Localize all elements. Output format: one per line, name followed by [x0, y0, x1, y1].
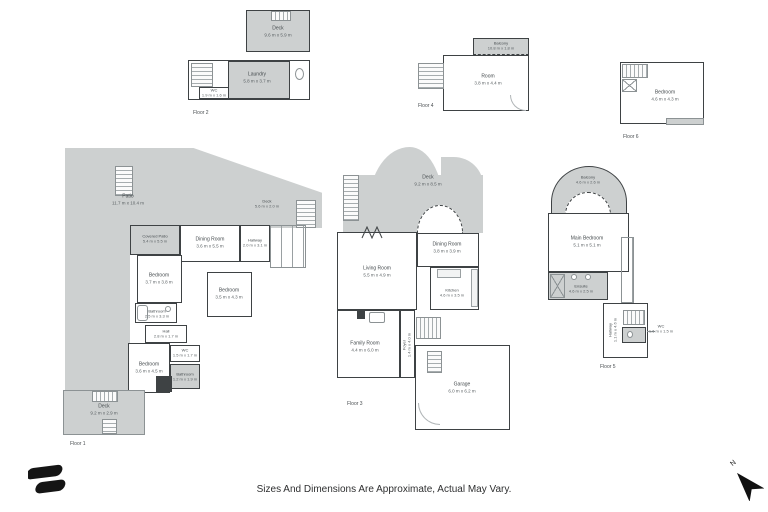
- sink: [165, 306, 171, 312]
- room-label: Deck 5.6 m x 2.0 m: [254, 198, 280, 209]
- room-label: Deck 9.6 m x 5.9 m: [264, 25, 292, 38]
- brand-logo: [26, 464, 72, 503]
- room-label: Ensuite 4.6 m x 2.5 m: [568, 283, 594, 294]
- floor-label: Floor 6: [623, 134, 639, 140]
- room-label: Garage 6.0 m x 6.2 m: [448, 381, 476, 394]
- patio-area: [65, 148, 322, 228]
- deck-curve: [441, 157, 483, 197]
- dining-room-outline: [417, 233, 479, 267]
- north-arrow-icon: N: [729, 459, 764, 502]
- room-label: Bathroom 1.2 m x 1.9 m: [172, 371, 198, 382]
- stairs: [115, 166, 133, 196]
- bath-fixture: [295, 68, 304, 80]
- disclaimer-text: Sizes And Dimensions Are Approximate, Ac…: [256, 484, 512, 495]
- stairs: [623, 310, 645, 325]
- room-label: Living Room 5.5 m x 4.9 m: [363, 265, 391, 278]
- room-label: Bedroom 3.6 m x 4.5 m: [135, 361, 163, 374]
- room-label: Deck 9.2 m x 2.9 m: [90, 403, 118, 416]
- room-label: Hallway 2.0 m x 3.1 m: [242, 237, 268, 248]
- floor-label: Floor 1: [70, 441, 86, 447]
- ledge: [666, 118, 704, 125]
- stairs: [92, 391, 118, 402]
- room-label: Laundry 5.8 m x 3.7 m: [243, 71, 271, 84]
- floor-label: Floor 5: [600, 364, 616, 370]
- foyer-outline: [400, 310, 415, 378]
- room-label: Room 3.8 m x 4.4 m: [474, 73, 502, 86]
- stairs: [343, 175, 359, 221]
- floor-label: Floor 4: [418, 103, 434, 109]
- floor-label: Floor 2: [193, 110, 209, 116]
- floor-label: Floor 3: [347, 401, 363, 407]
- laundry-area: [228, 61, 290, 99]
- zigzag-wall-symbol: [361, 226, 383, 239]
- room-label: Patio 11.7 m x 10.4 m: [112, 193, 144, 206]
- covered-patio-area: [130, 225, 180, 255]
- hallway-outline: [240, 225, 270, 262]
- room-label: Hallway 1.1 m x 4.6 m: [607, 317, 618, 343]
- brand-logo-icon: [26, 464, 66, 494]
- kitchen-counter: [471, 269, 478, 307]
- bedroom-outline: [137, 255, 182, 303]
- shaft: [622, 79, 637, 92]
- bedroom-outline: [207, 272, 252, 317]
- sink: [571, 274, 577, 280]
- family-room-outline: [337, 310, 400, 378]
- stairs: [191, 63, 213, 87]
- floorplan-floor-4: Balcony 10.8 m x 1.8 m Room 3.8 m x 4.4 …: [413, 33, 543, 123]
- room-label: Deck 9.2 m x 8.5 m: [414, 174, 442, 187]
- media-unit: [369, 312, 385, 323]
- sink: [585, 274, 591, 280]
- balcony-area: [473, 38, 529, 55]
- stairs: [102, 419, 117, 434]
- room-label: WC 1.6 m x 1.5 m: [648, 323, 674, 334]
- room-label: Dining Room 3.6 m x 5.5 m: [195, 236, 225, 249]
- floorplan-floor-5: Balcony 4.6 m x 2.6 m Main Bedroom 5.1 m…: [543, 162, 674, 374]
- room-label: Bedroom 3.5 m x 4.3 m: [215, 287, 243, 300]
- room-label: Dining Room 3.8 m x 3.9 m: [432, 241, 462, 254]
- room-label: Hall 2.8 m x 1.7 m: [153, 328, 179, 339]
- floorplan-floor-6: Bedroom 4.6 m x 4.3 m Floor 6: [613, 56, 713, 146]
- room-label: Bedroom 3.7 m x 3.8 m: [145, 272, 173, 285]
- floorplan-floor-1: Patio 11.7 m x 10.4 m Deck 5.6 m x 2.0 m…: [60, 138, 325, 450]
- room-label: Kitchen 4.6 m x 3.5 m: [439, 287, 465, 298]
- room-label: WC 1.9 m x 1.6 m: [201, 87, 227, 98]
- north-arrow-glyph: [736, 472, 764, 501]
- room-label: Covered Patio 5.4 m x 5.5 m: [142, 233, 168, 244]
- stairs: [416, 317, 441, 339]
- main-bedroom-outline: [548, 213, 629, 272]
- room-label: Foyer 1.4 m x 4.0 m: [401, 332, 412, 358]
- void-box: [156, 376, 172, 392]
- stairs: [418, 63, 444, 89]
- bathroom-area: [170, 364, 200, 389]
- wc-outline: [199, 87, 229, 99]
- fireplace: [357, 311, 365, 319]
- room-label: Balcony 10.8 m x 1.8 m: [487, 40, 515, 51]
- leader-line: [647, 331, 655, 332]
- toilet: [627, 331, 633, 338]
- dining-room-outline: [180, 225, 240, 262]
- living-room-outline: [337, 232, 417, 310]
- room-label: Balcony 4.6 m x 2.6 m: [575, 174, 601, 185]
- room-label: Bedroom 4.6 m x 4.3 m: [651, 89, 679, 102]
- room-label: Family Room 4.4 m x 6.0 m: [350, 340, 380, 353]
- room-label: Bathroom 2.5 m x 3.3 m: [144, 308, 170, 319]
- hall-outline: [145, 325, 187, 343]
- kitchen-island: [437, 269, 461, 278]
- room-label: Main Bedroom 5.1 m x 5.1 m: [570, 235, 604, 248]
- floorplan-floor-2: Deck 9.6 m x 5.9 m Laundry 5.8 m x 3.7 m…: [183, 8, 318, 120]
- stairs: [271, 11, 291, 21]
- closets: [270, 225, 306, 268]
- stairs: [296, 200, 316, 228]
- wc-area: [622, 327, 646, 343]
- stairs: [427, 351, 442, 373]
- closets: [621, 237, 634, 303]
- bathtub: [137, 305, 148, 321]
- stairs: [622, 64, 648, 78]
- wc-outline: [170, 345, 200, 362]
- floorplan-floor-3: Deck 9.2 m x 8.5 m Living Room 5.5 m x 4…: [333, 145, 513, 440]
- room-label: WC 1.5 m x 1.7 m: [172, 347, 198, 358]
- shower: [550, 274, 565, 298]
